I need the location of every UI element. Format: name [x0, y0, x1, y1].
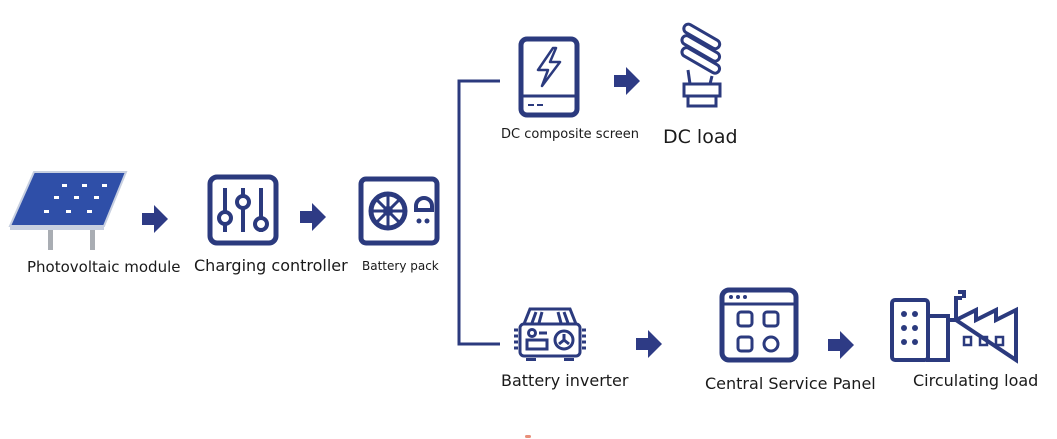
- battery-pack-label: Battery pack: [362, 259, 439, 273]
- dc-screen-label: DC composite screen: [501, 127, 640, 142]
- solar-panel-icon: [8, 171, 128, 250]
- sliders-icon: [207, 174, 279, 246]
- power-bank-icon: [518, 36, 580, 118]
- arrow-right-icon: [142, 205, 168, 233]
- arrow-right-icon: [828, 331, 854, 359]
- pv-module-label: Photovoltaic module: [27, 258, 181, 276]
- arrow-right-icon: [614, 67, 640, 95]
- arrow-right-icon: [300, 203, 326, 231]
- charging-controller-label: Charging controller: [194, 256, 348, 275]
- branch-connector: [457, 79, 500, 346]
- factory-icon: [890, 290, 1018, 364]
- battery-inverter-label: Battery inverter: [501, 371, 629, 390]
- battery-pack-icon: [358, 176, 440, 246]
- app-window-icon: [719, 287, 799, 363]
- dc-load-label: DC load: [663, 126, 738, 148]
- service-panel-label: Central Service Panel: [705, 374, 876, 393]
- arrow-right-icon: [636, 330, 662, 358]
- circulating-load-label: Circulating load: [913, 371, 1039, 390]
- light-bulb-icon: [680, 22, 722, 108]
- inverter-icon: [514, 307, 586, 361]
- decorative-mark: [525, 435, 531, 438]
